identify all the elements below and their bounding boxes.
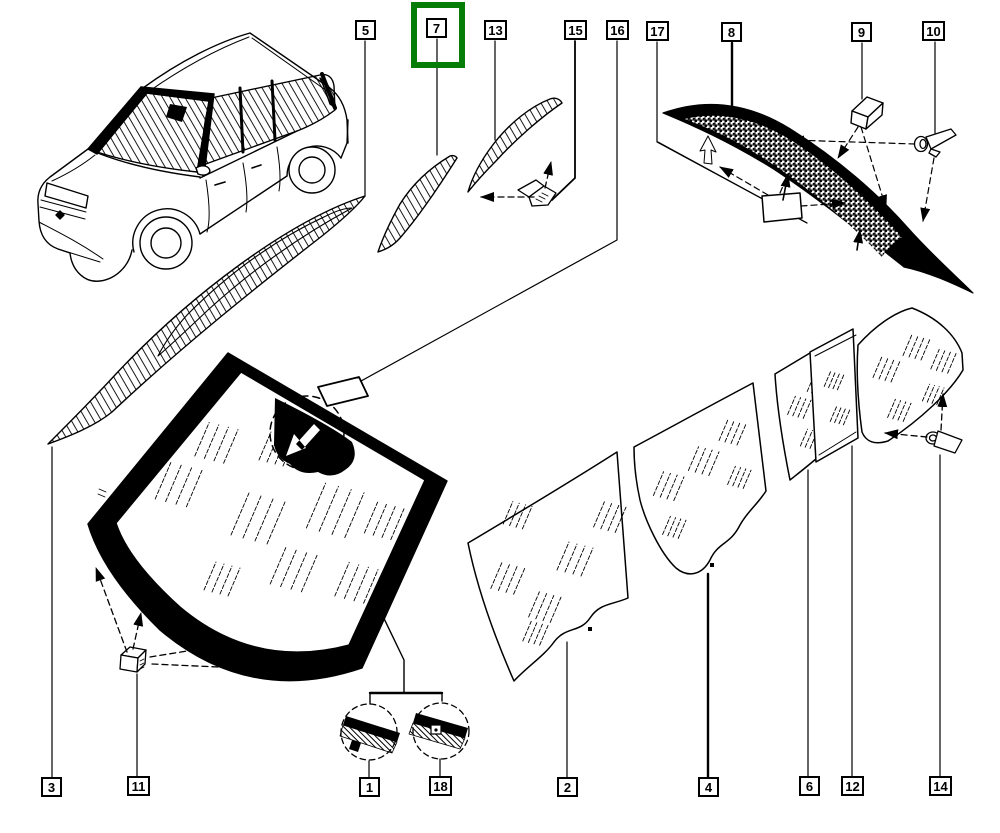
clip-15 [480, 161, 557, 207]
callout-10[interactable]: 10 [922, 21, 945, 41]
part-10-pin [913, 128, 957, 158]
rear-door-glass [633, 382, 767, 575]
callout-8[interactable]: 8 [721, 22, 742, 42]
car-illustration [37, 32, 349, 282]
division-strip [809, 328, 859, 463]
rear-quarter-clip [884, 393, 963, 454]
detail-circle-18 [408, 702, 470, 760]
callout-11[interactable]: 11 [127, 776, 150, 796]
roof-strip-5 [47, 195, 366, 445]
roof-strip-7 [377, 154, 458, 253]
highlight-frame-callout-7 [411, 2, 465, 68]
callout-1[interactable]: 1 [359, 777, 380, 797]
callout-9[interactable]: 9 [851, 22, 872, 42]
callout-16[interactable]: 16 [606, 20, 629, 40]
mirror-mount-detail-circle [269, 395, 345, 471]
callout-5[interactable]: 5 [355, 20, 376, 40]
callout-4[interactable]: 4 [698, 777, 719, 797]
rear-quarter-glass [856, 307, 964, 444]
callout-17[interactable]: 17 [646, 21, 669, 41]
callout-12[interactable]: 12 [841, 776, 864, 796]
clip-11 [95, 567, 286, 675]
part-9-box [850, 96, 884, 130]
callout-6[interactable]: 6 [799, 776, 820, 796]
callout-3[interactable]: 3 [41, 777, 62, 797]
callout-15[interactable]: 15 [564, 20, 587, 40]
callout-7[interactable]: 7 [426, 18, 447, 38]
sensor-plate-16 [317, 376, 369, 407]
windscreen [87, 352, 448, 682]
callout-2[interactable]: 2 [557, 777, 578, 797]
rear-window-assembly [657, 103, 974, 294]
callout-18[interactable]: 18 [429, 776, 452, 796]
callout-13[interactable]: 13 [484, 20, 507, 40]
callout-14[interactable]: 14 [929, 776, 952, 796]
detail-circle-1 [339, 703, 400, 761]
front-door-glass [467, 451, 629, 682]
roof-strip-13 [467, 97, 563, 193]
